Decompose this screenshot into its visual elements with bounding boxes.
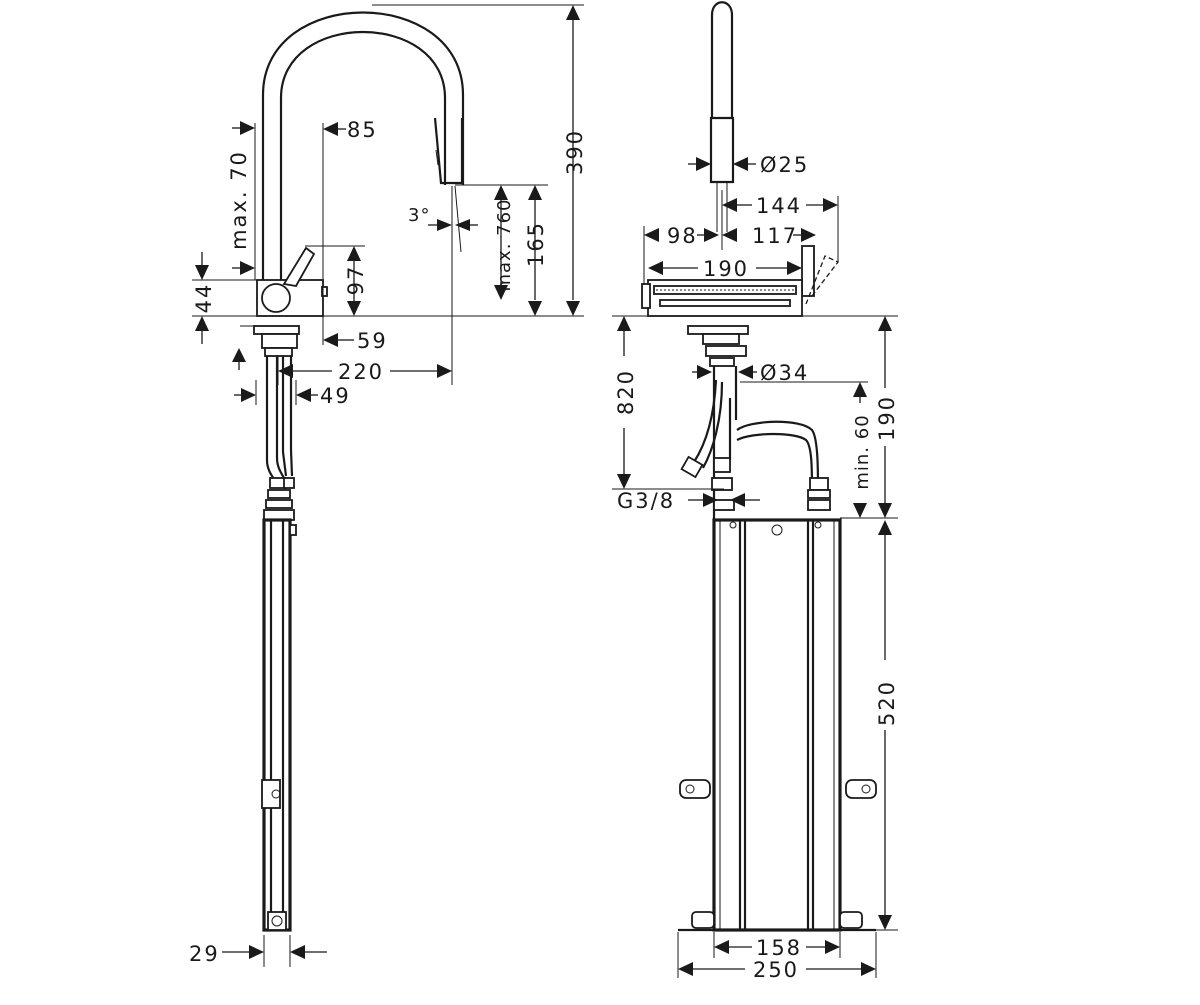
undersink-box-front <box>712 518 842 932</box>
side-view: 390 165 max. 760 3° max. 70 85 <box>189 4 587 967</box>
spout-rod-front <box>709 1 735 184</box>
dim-190-vertical: 190 <box>875 395 899 441</box>
dim-190-body: 190 <box>703 257 749 281</box>
dim-158: 158 <box>756 936 802 960</box>
dim-max-70: max. 70 <box>227 150 251 250</box>
lever-handle <box>282 246 316 287</box>
dim-520: 520 <box>875 680 899 726</box>
dim-220: 220 <box>338 360 384 384</box>
dim-165: 165 <box>524 221 548 267</box>
dim-390: 390 <box>563 129 587 175</box>
dim-98: 98 <box>667 224 698 248</box>
dim-250: 250 <box>753 958 799 982</box>
hoses-front <box>693 379 820 491</box>
supply-hoses <box>265 356 294 483</box>
dim-59: 59 <box>357 329 388 353</box>
dim-g-3-8: G3/8 <box>617 489 675 513</box>
dim-49: 49 <box>320 384 351 408</box>
dim-144: 144 <box>756 194 802 218</box>
front-view: Ø25 144 98 117 190 820 <box>612 1 899 982</box>
dim-dia-25: Ø25 <box>760 153 809 177</box>
dim-85: 85 <box>347 118 378 142</box>
dim-44: 44 <box>192 283 216 314</box>
cartridge-circle <box>261 283 291 313</box>
dim-29: 29 <box>189 942 220 966</box>
dim-max-760: max. 760 <box>494 198 515 291</box>
dim-97: 97 <box>344 265 368 296</box>
dim-3-degree: 3° <box>408 205 430 226</box>
spout-outline <box>261 11 465 280</box>
undersink-box-side <box>262 518 292 932</box>
dim-117: 117 <box>752 224 798 248</box>
dim-820: 820 <box>614 369 638 415</box>
dim-min-60: min. 60 <box>852 414 873 489</box>
spray-head <box>433 117 464 185</box>
dim-dia-34: Ø34 <box>760 361 809 385</box>
